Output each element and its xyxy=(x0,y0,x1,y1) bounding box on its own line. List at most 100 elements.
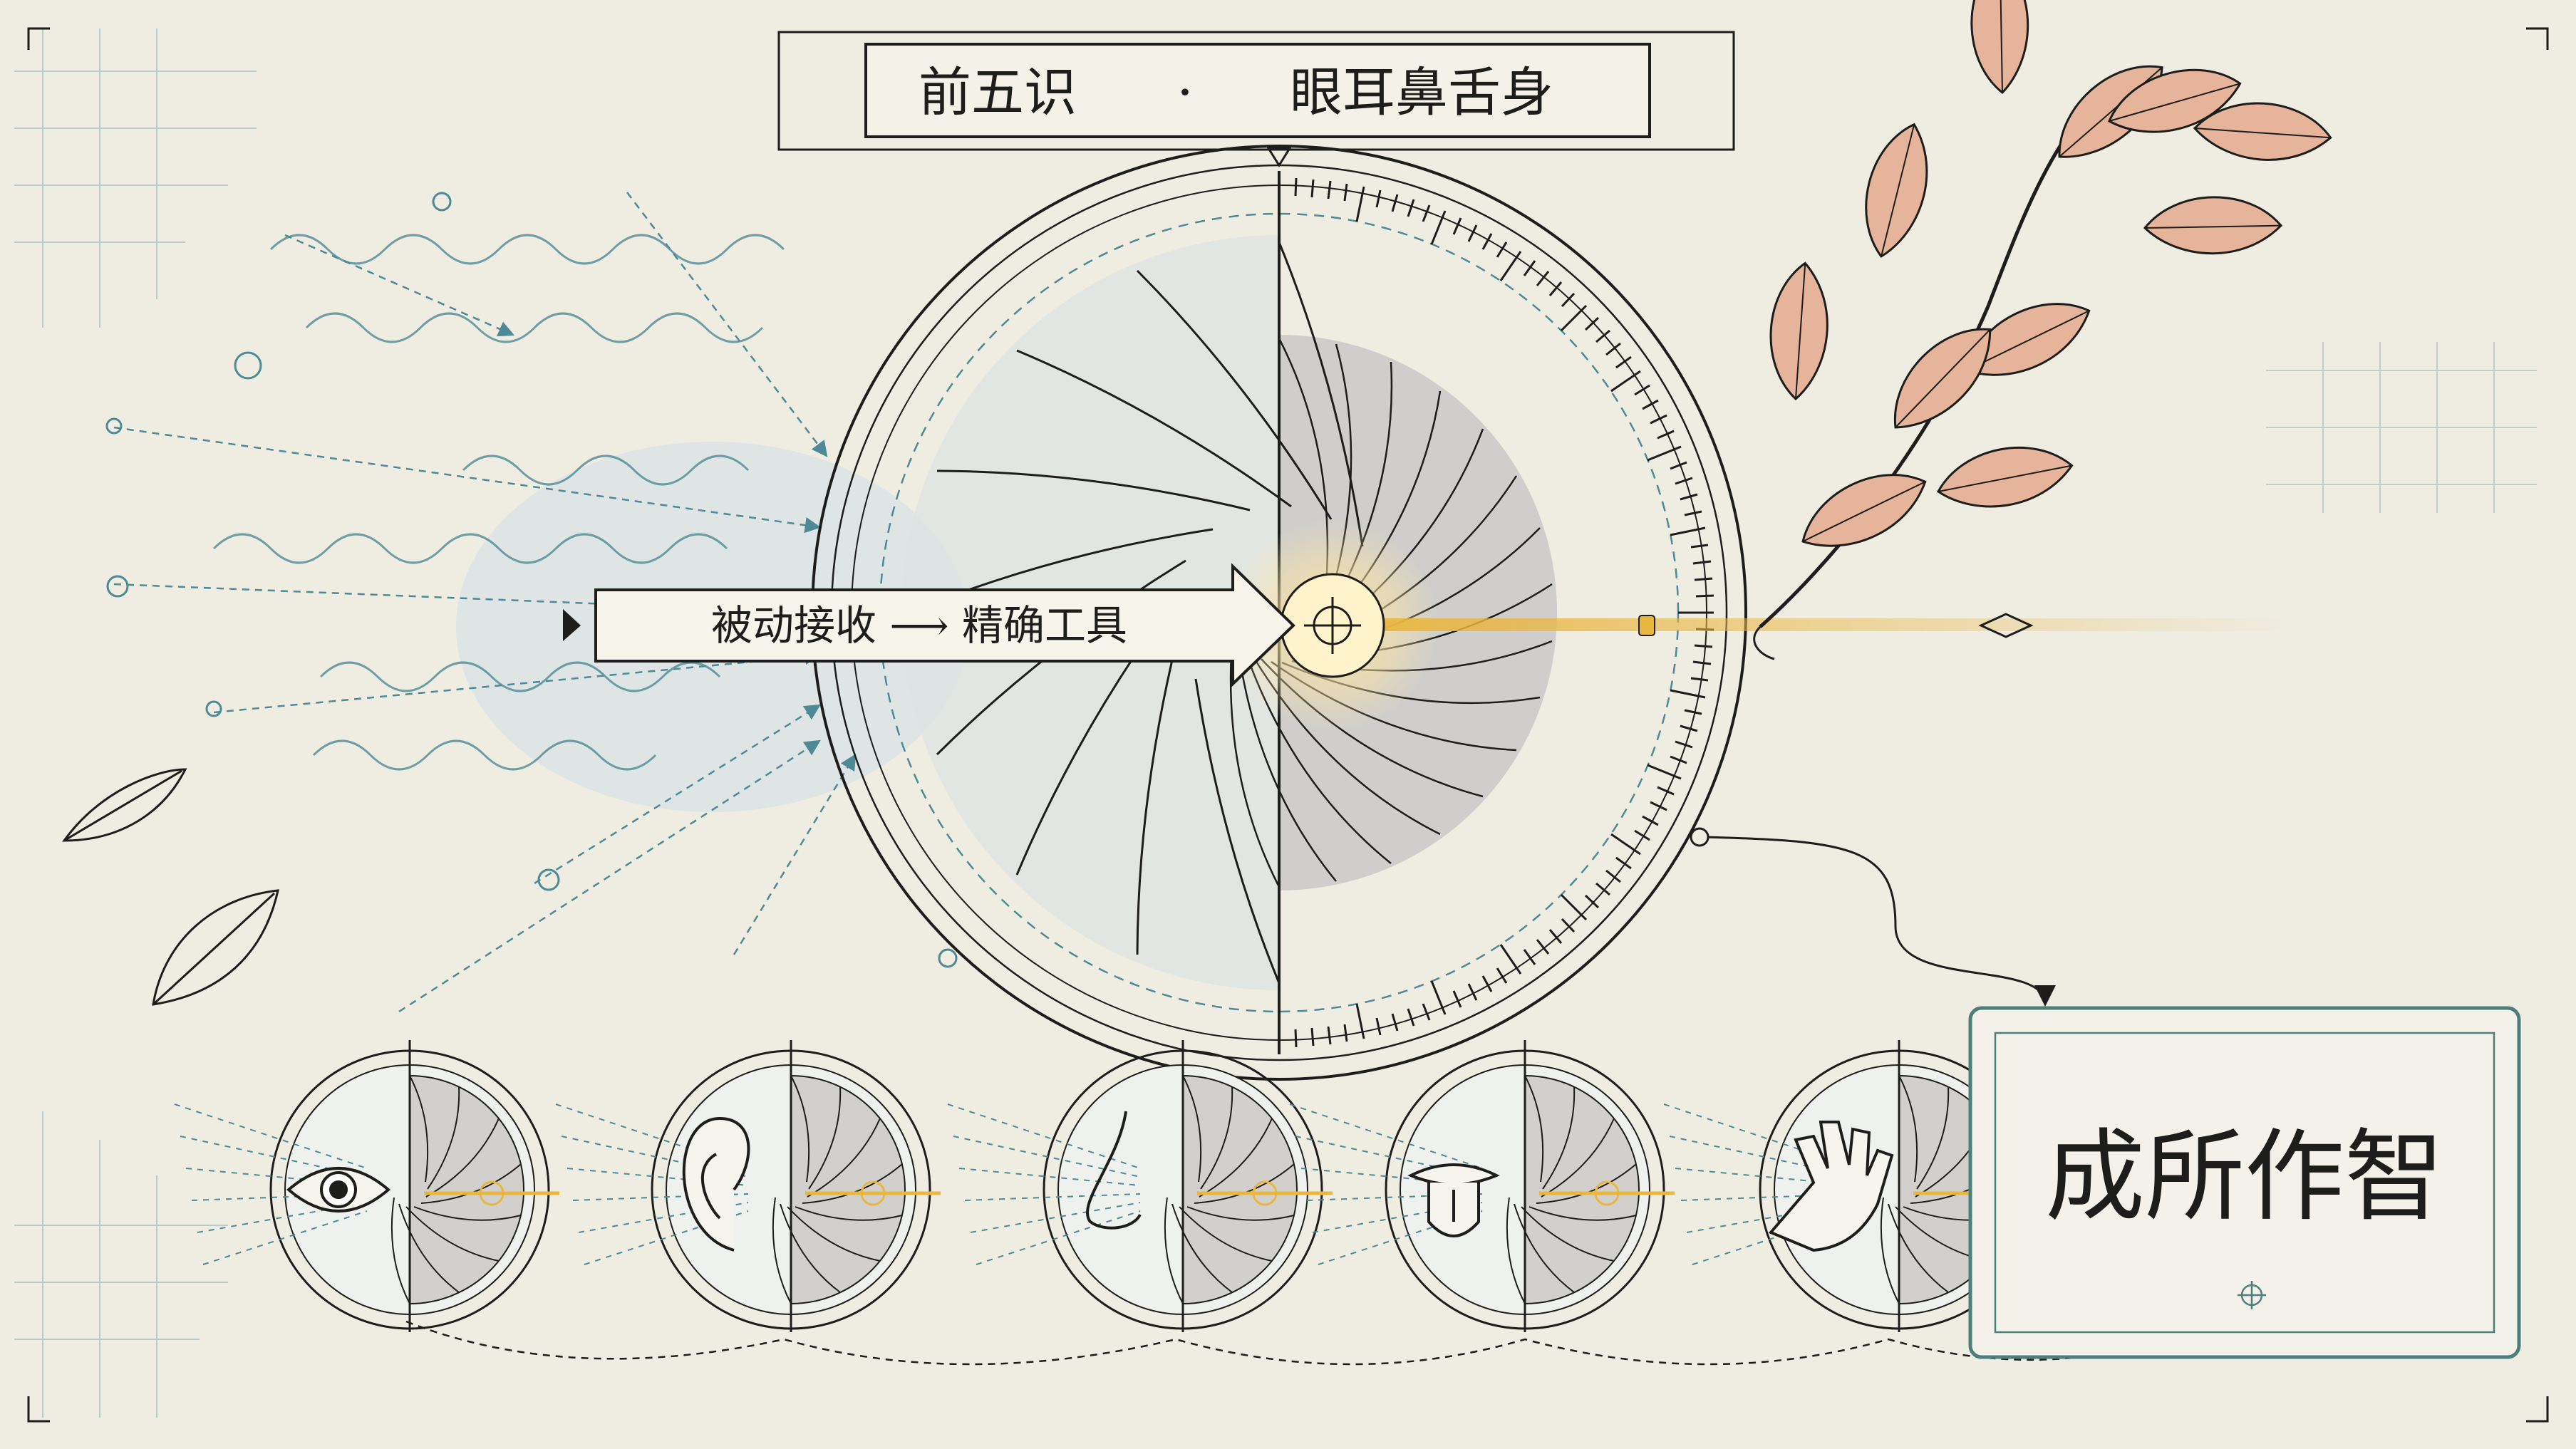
scale-tick xyxy=(1355,1003,1365,1039)
sense-dial-eye xyxy=(174,1040,559,1332)
aperture-blade xyxy=(1194,678,1281,984)
scale-tick xyxy=(1499,944,1522,975)
scale-tick xyxy=(1560,893,1588,921)
branch xyxy=(1753,0,2332,660)
leaf xyxy=(2193,102,2332,161)
scale-tick xyxy=(1523,260,1536,276)
hand-icon xyxy=(1768,1121,1894,1252)
scale-tick xyxy=(1650,414,1667,425)
scale-tick xyxy=(1560,304,1588,332)
scale-tick xyxy=(1690,677,1709,682)
grid-top-left xyxy=(14,28,257,328)
aperture-blade xyxy=(1278,242,1364,547)
scale-tick xyxy=(1690,544,1709,549)
scale-tick xyxy=(1610,833,1641,856)
aperture-blade xyxy=(1016,349,1292,508)
leaf xyxy=(2108,68,2242,133)
scale-tick xyxy=(1615,856,1632,870)
scale-tick xyxy=(1467,224,1478,242)
scale-tick xyxy=(1310,179,1315,198)
scale-tick xyxy=(1670,526,1706,536)
result-crosshair xyxy=(2238,1281,2266,1309)
scale-tick xyxy=(1561,918,1576,933)
aperture-blade xyxy=(936,469,1251,511)
scale-tick xyxy=(1422,204,1431,222)
result-frame: 成所作智 xyxy=(1968,1006,2521,1359)
scale-tick xyxy=(1694,577,1713,581)
light-beam xyxy=(1354,618,2295,631)
scale-tick xyxy=(1407,1008,1415,1027)
scale-tick xyxy=(1467,983,1478,1001)
scale-tick xyxy=(1642,399,1659,410)
sense-dial-nose xyxy=(947,1040,1333,1332)
title-right: 眼耳鼻舌身 xyxy=(1290,62,1553,123)
grid-bottom-left xyxy=(14,1111,228,1418)
sense-dial-ear xyxy=(555,1040,941,1332)
beam-diamond xyxy=(1978,613,2034,638)
scale-tick xyxy=(1675,477,1693,485)
scale-tick xyxy=(1496,242,1508,258)
scale-tick xyxy=(1605,342,1621,356)
connector-node xyxy=(1690,827,1709,847)
aperture-blade xyxy=(1136,269,1333,520)
scale-tick xyxy=(1684,510,1702,516)
corner-marks xyxy=(27,27,2549,1423)
scale-tick xyxy=(1684,709,1702,715)
leaf-left-1 xyxy=(62,768,187,842)
title-left: 前五识 xyxy=(919,62,1077,123)
scale-tick xyxy=(1294,177,1298,197)
result-label: 成所作智 xyxy=(2045,1119,2444,1235)
banner: 被动接收 ⟶ 精确工具 xyxy=(563,563,1295,687)
scale-tick xyxy=(1375,189,1382,208)
scale-tick xyxy=(1452,990,1462,1008)
scale-tick xyxy=(1647,445,1682,462)
incoming-arrows xyxy=(113,192,857,1013)
leaf xyxy=(1893,328,1992,429)
scale-tick xyxy=(1595,882,1610,896)
scale-tick xyxy=(1670,461,1687,470)
scale-tick xyxy=(1422,1003,1431,1021)
scale-tick xyxy=(1496,967,1508,984)
scale-tick xyxy=(1391,1013,1399,1032)
title-separator: · xyxy=(1176,62,1194,123)
crosshair-icon xyxy=(1304,597,1361,654)
scale-tick xyxy=(1430,980,1447,1015)
small-nodes xyxy=(105,192,958,968)
scale-tick xyxy=(1694,644,1713,648)
scale-tick xyxy=(1310,1027,1315,1046)
scale-tick xyxy=(1605,869,1621,883)
scale-tick xyxy=(1610,370,1641,393)
scale-tick xyxy=(1481,975,1493,992)
scale-tick xyxy=(1343,183,1348,202)
banner-label: 被动接收 ⟶ 精确工具 xyxy=(711,601,1127,650)
scale-tick xyxy=(1343,1024,1348,1042)
aperture-blade xyxy=(1136,641,1178,955)
scale-tick xyxy=(1692,660,1712,665)
sense-organs-row xyxy=(174,1040,2049,1332)
scale-tick xyxy=(1327,1026,1332,1045)
scale-tick xyxy=(1670,755,1687,764)
scale-tick xyxy=(1670,689,1706,699)
tongue-icon xyxy=(1407,1163,1500,1237)
scale-tick xyxy=(1327,180,1332,199)
scale-tick xyxy=(1407,199,1415,217)
scale-tick xyxy=(1499,251,1522,281)
leaf xyxy=(1965,303,2091,376)
leaf xyxy=(2143,196,2283,255)
scale-tick xyxy=(1548,281,1563,296)
scale-tick xyxy=(1680,724,1698,732)
scale-tick xyxy=(1452,217,1462,235)
incoming-waves xyxy=(212,234,785,771)
scale-tick xyxy=(1675,740,1693,749)
scale-tick xyxy=(1584,894,1600,909)
scale-tick xyxy=(1680,493,1698,501)
scale-tick xyxy=(1391,194,1399,212)
grid-right xyxy=(2266,342,2537,513)
beam-marker xyxy=(1638,615,1655,636)
sense-connector xyxy=(405,1316,2217,1366)
scale-tick xyxy=(1642,815,1659,826)
scale-tick xyxy=(1584,316,1600,331)
leaf xyxy=(1801,474,1927,547)
scale-tick xyxy=(1355,186,1365,222)
